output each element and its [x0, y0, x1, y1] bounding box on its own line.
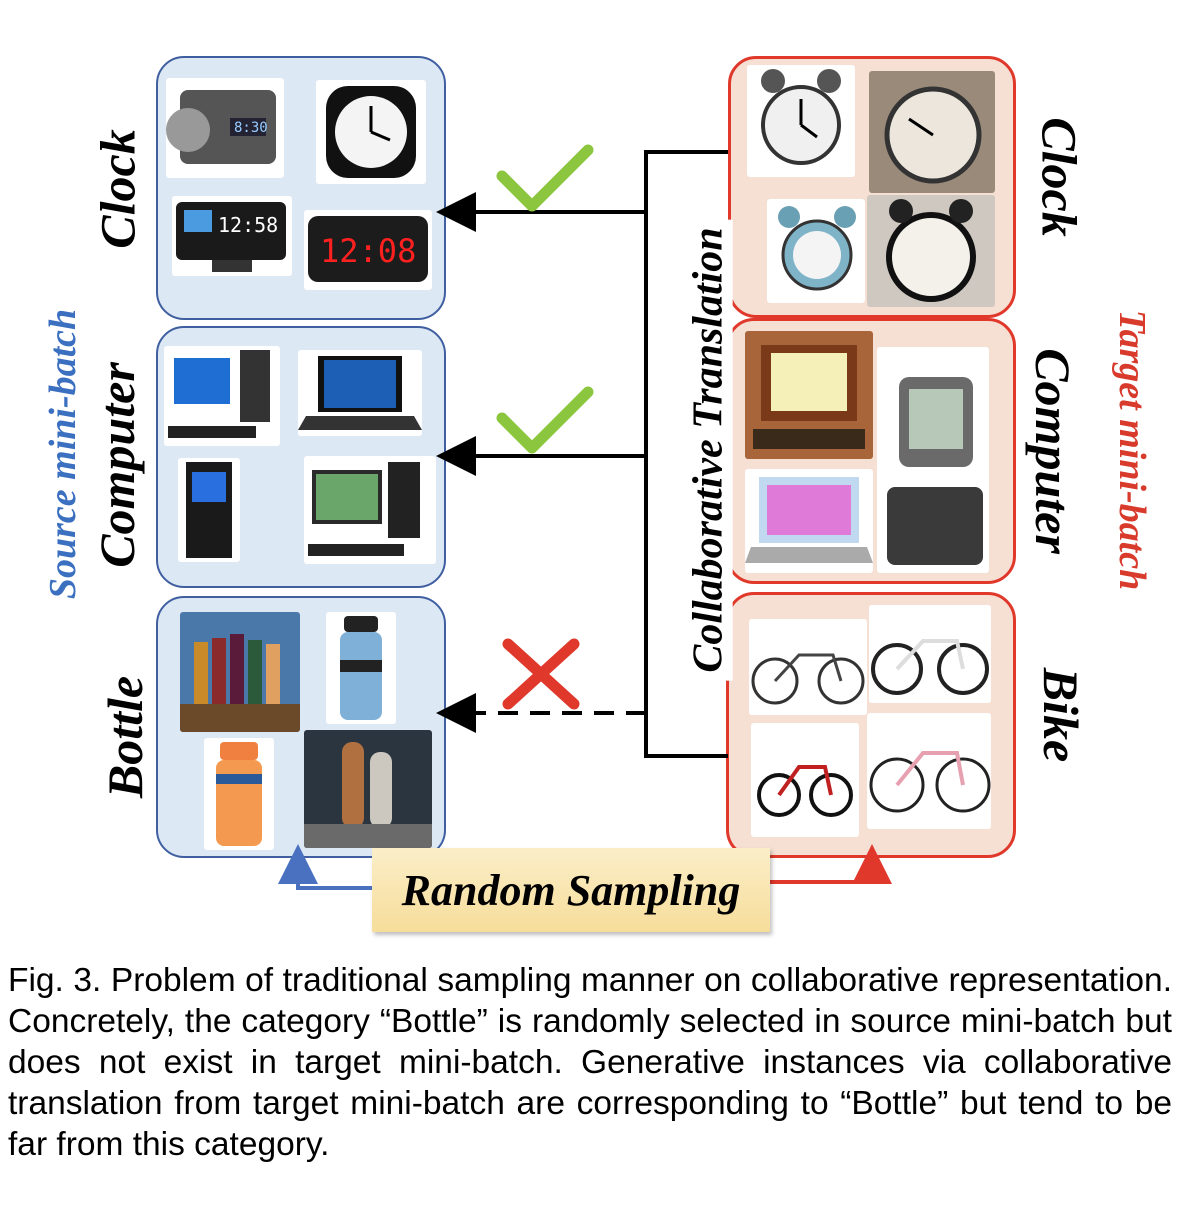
source-category-bottle: Bottle: [97, 675, 154, 799]
mountain-bike-image: [869, 605, 991, 703]
colorful-laptop-image: [745, 469, 873, 573]
collaborative-translation-label: Collaborative Translation: [684, 219, 733, 681]
svg-text:8:30: 8:30: [234, 120, 268, 136]
sampling-arrow-target: [770, 844, 892, 884]
check-mark-computer: [496, 386, 594, 454]
blue-alarm-clock-image: [767, 199, 865, 303]
source-category-clock: Clock: [89, 129, 146, 249]
bottles-row-image: [180, 612, 300, 732]
source-panel-computer: [156, 326, 446, 588]
target-category-computer: Computer: [1024, 348, 1081, 554]
retro-computer-image: [745, 331, 873, 459]
svg-text:12:58: 12:58: [218, 213, 278, 237]
target-panel-clock: [728, 56, 1016, 318]
cross-mark-bottle: [502, 638, 580, 710]
source-category-computer: Computer: [88, 362, 145, 568]
random-sampling-box: Random Sampling: [372, 848, 770, 932]
alarm-clock-image: 8:30: [166, 78, 284, 178]
random-sampling-label: Random Sampling: [401, 865, 741, 915]
blue-bottle-image: [326, 612, 396, 724]
source-panel-clock: 8:30 12:58 12:08: [156, 56, 446, 320]
weather-clock-image: 12:58: [172, 196, 292, 276]
target-category-bike: Bike: [1033, 667, 1090, 763]
sampling-arrow-source: [278, 844, 372, 890]
black-alarm-clock-image: [867, 195, 995, 307]
target-panel-bike: [726, 592, 1016, 858]
check-mark-clock: [496, 144, 594, 212]
desktop-set-image: [304, 456, 436, 564]
gaming-tower-image: [178, 458, 240, 562]
figure-caption: Fig. 3. Problem of traditional sampling …: [8, 962, 1172, 1163]
city-bike-image: [749, 619, 867, 715]
target-panel-computer: [726, 318, 1016, 584]
kids-bike-image: [751, 723, 859, 837]
digital-clock-image: 12:08: [304, 210, 432, 290]
source-panel-bottle: [156, 596, 446, 858]
laptop-image: [298, 350, 422, 436]
steampunk-computer-image: [877, 347, 989, 573]
steel-bottles-image: [304, 730, 432, 848]
road-bike-image: [867, 713, 991, 829]
source-mini-batch-label: Source mini-batch: [42, 308, 85, 600]
orange-bottle-image: [204, 738, 274, 850]
desktop-computer-image: [164, 346, 280, 446]
tilted-clock-image: [869, 71, 995, 193]
bell-clock-image: [747, 65, 855, 177]
target-mini-batch-label: Target mini-batch: [1111, 309, 1154, 591]
svg-text:12:08: 12:08: [320, 232, 416, 270]
analog-clock-image: [316, 80, 426, 184]
target-category-clock: Clock: [1031, 117, 1088, 237]
